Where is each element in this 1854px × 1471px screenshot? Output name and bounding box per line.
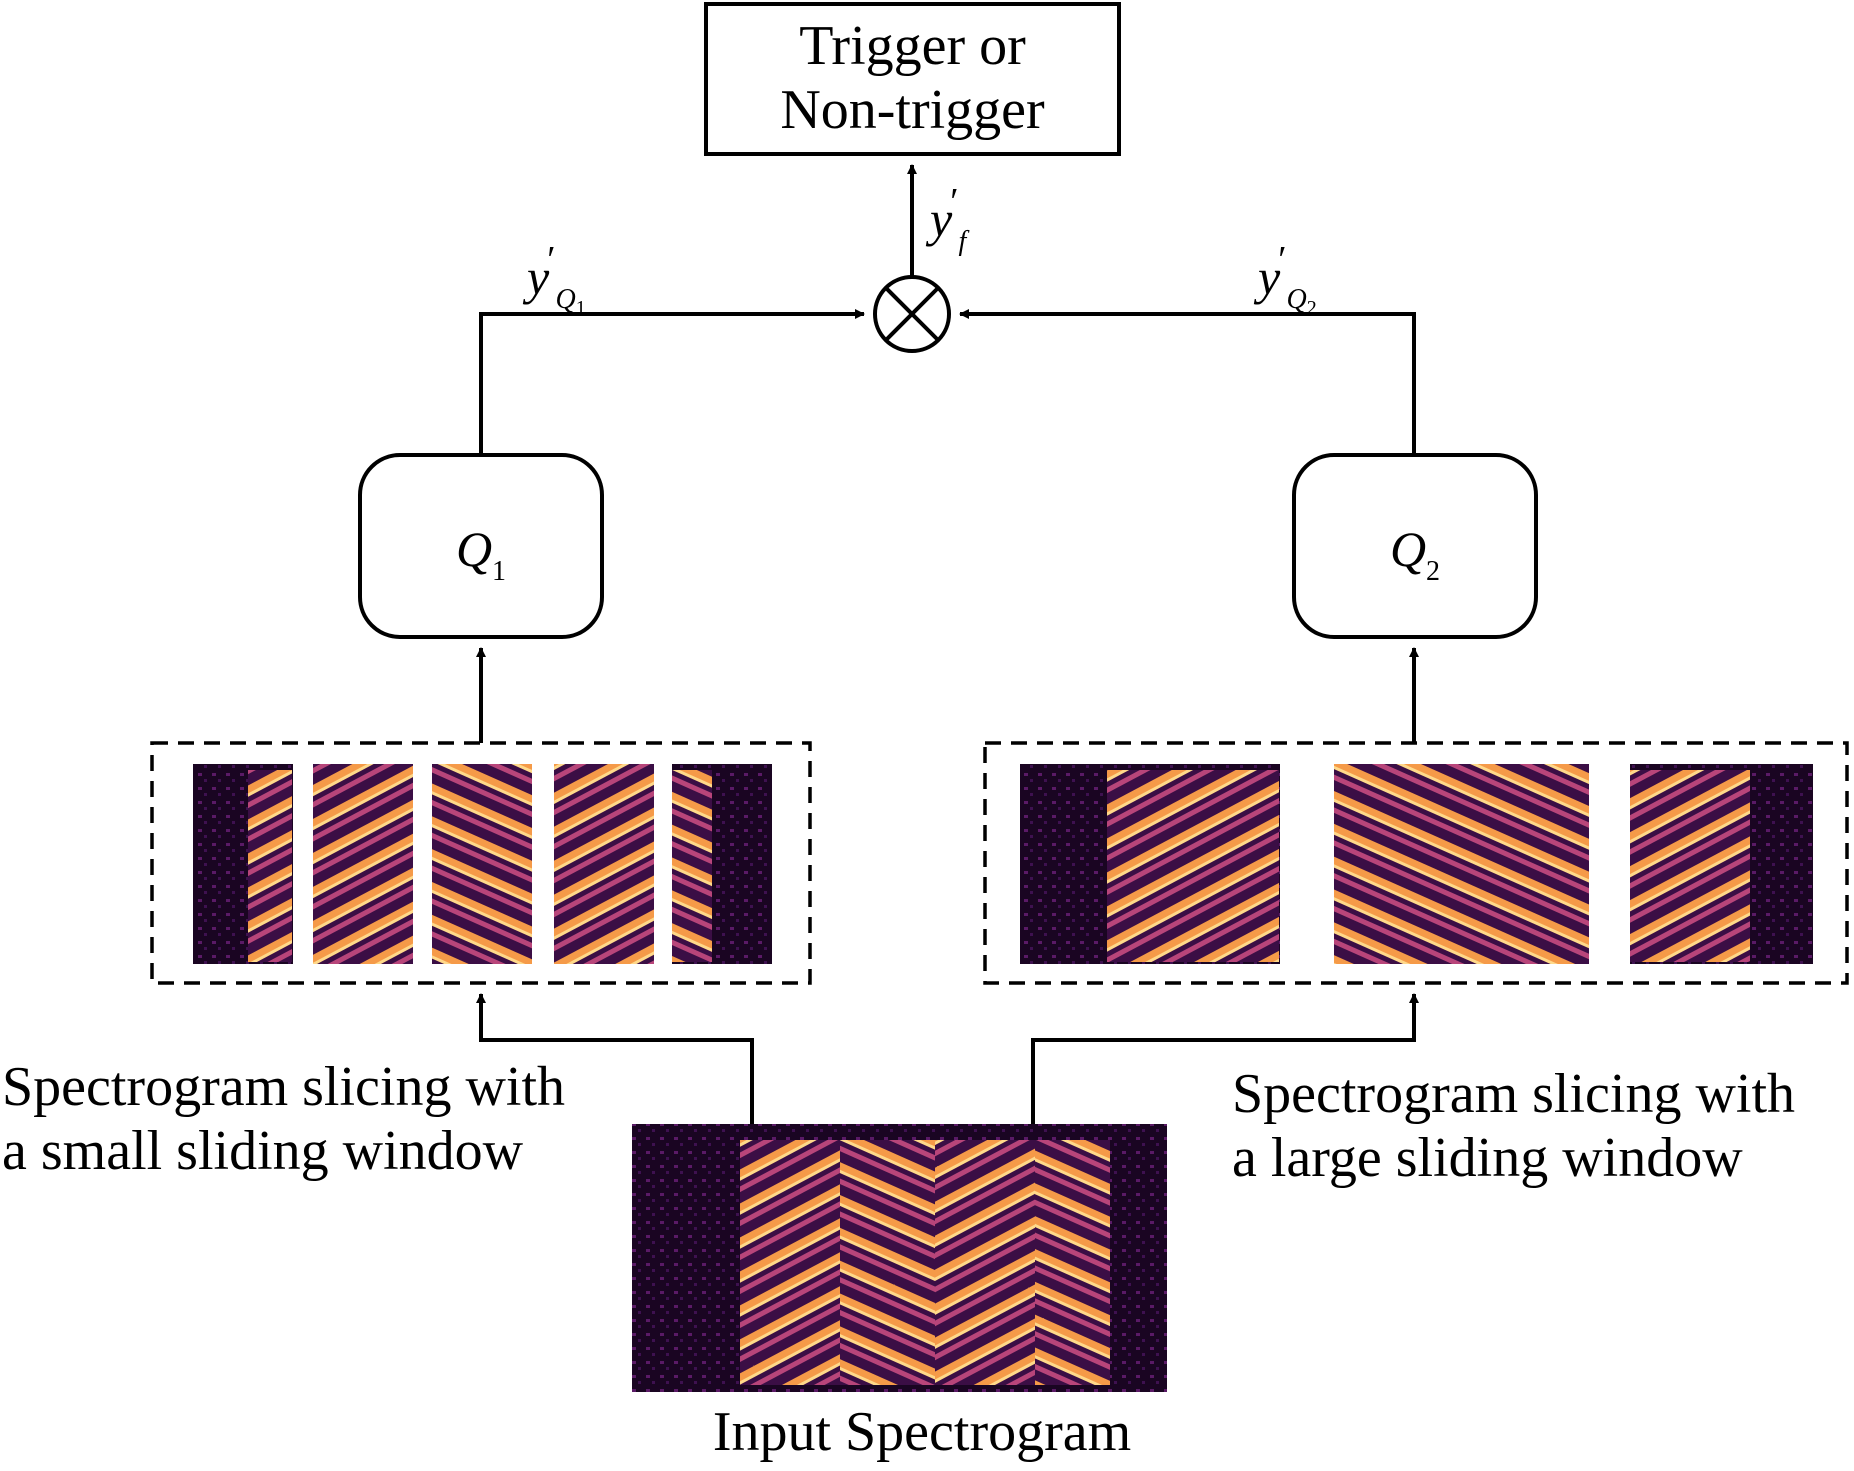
large-window-caption-line2: a large sliding window [1232,1127,1743,1189]
small-window-caption-line1: Spectrogram slicing with [2,1056,566,1118]
small-window-slices [193,764,772,964]
arrow-input-to-large-slices [1031,993,1419,1124]
large-window-slices [1020,764,1813,964]
output-label-line1: Trigger or [799,15,1026,77]
branch1-signal-label: y′Q1 [527,239,586,319]
branch2-signal-label: y′Q2 [1258,239,1317,319]
input-spectrogram-caption: Input Spectrogram [712,1401,1132,1463]
branch2-path [959,309,1416,455]
spectrogram-slice [193,764,293,964]
input-spectrogram [632,1124,1167,1392]
spectrogram-slice [672,764,772,964]
spectrogram-slice [1020,764,1280,964]
spectrogram-slice [1334,764,1589,964]
spectrogram-slice [313,764,413,964]
output-box [704,2,1121,156]
small-window-caption-line2: a small sliding window [2,1120,524,1182]
q1-label: Q1 [455,521,507,587]
q2-box [1292,453,1538,639]
large-window-caption: Spectrogram slicing with a large sliding… [1232,1062,1795,1190]
q2-label: Q2 [1389,521,1441,587]
output-label-line2: Non-trigger [780,79,1045,141]
spectrogram-slice [554,764,654,964]
spectrogram-slice [1630,764,1813,964]
fused-signal-label: y′f [930,181,967,257]
arrow-input-to-small-slices [476,993,754,1124]
fusion-node [873,275,951,353]
large-window-caption-line1: Spectrogram slicing with [1232,1063,1796,1125]
q1-box [358,453,604,639]
small-window-caption: Spectrogram slicing with a small sliding… [2,1055,565,1183]
small-window-slices-box [150,741,812,985]
large-window-slices-box [983,741,1849,985]
output-label: Trigger or Non-trigger [706,14,1119,142]
spectrogram-slice [432,764,532,964]
branch1-path [479,309,865,455]
